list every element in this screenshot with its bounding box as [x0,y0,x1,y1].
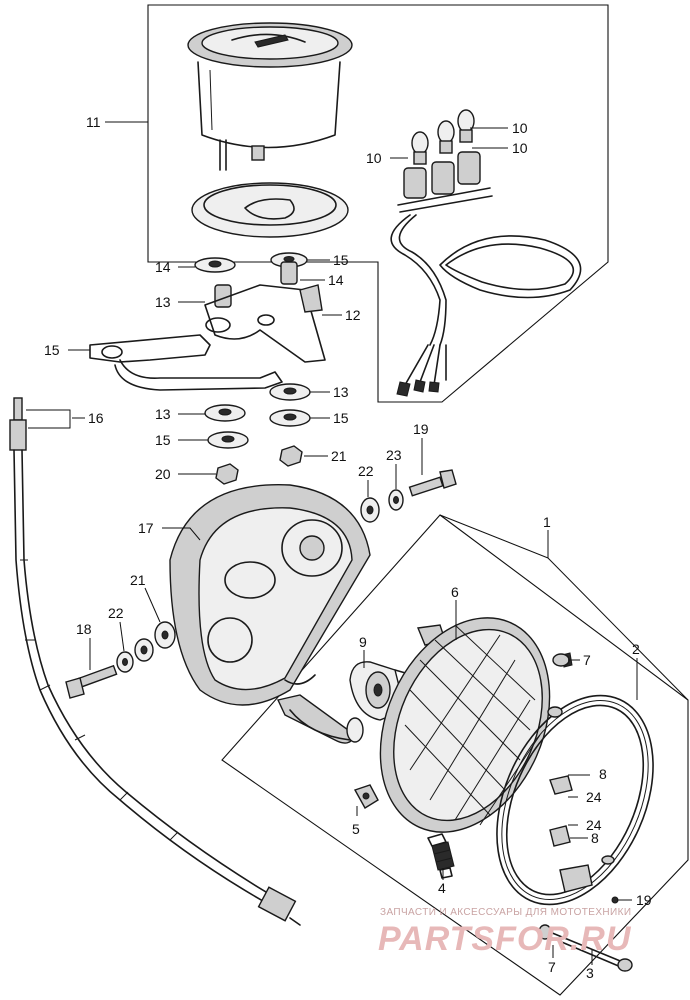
callout-24: 24 [586,789,602,805]
callout-10: 10 [512,120,528,136]
callout-7: 7 [548,959,556,975]
callout-labels: 11 10 10 10 14 15 14 13 12 15 13 15 16 1… [44,114,652,981]
callout-19: 18 [76,621,92,637]
adjusting-spring [427,833,455,879]
callout-2: 2 [632,641,640,657]
callout-6: 6 [451,584,459,600]
headlight-unit [353,617,551,833]
callout-16: 15 [44,342,60,358]
headlight-group-box [221,514,689,996]
headlight-rim [496,652,654,906]
callout-8: 8 [599,766,607,782]
callout-7: 7 [583,652,591,668]
meter-bracket [89,252,326,391]
callout-1: 1 [543,514,551,530]
speedometer-group-box [147,4,609,403]
callout-12: 12 [345,307,361,323]
watermark-caption: ЗАПЧАСТИ И АКСЕССУАРЫ ДЛЯ МОТОТЕХНИКИ [380,907,631,918]
callout-20: 19 [636,892,652,908]
callout-9: 9 [359,634,367,650]
watermark-brand: PARTSFOR.RU [378,920,632,958]
callout-11: 11 [86,114,101,130]
callout-19: 19 [413,421,429,437]
callout-22: 22 [358,463,374,479]
callout-17: 16 [88,410,104,426]
speedometer-assembly [187,22,353,171]
callout-23: 22 [108,605,124,621]
callout-4: 4 [438,880,446,896]
callout-15: 15 [333,252,349,268]
callout-23: 23 [386,447,402,463]
callout-3: 3 [586,965,594,981]
callout-8: 8 [591,830,599,846]
callout-15: 14 [155,259,171,275]
callout-21: 20 [155,466,171,482]
callout-15: 15 [333,410,349,426]
meter-cushion [191,182,349,238]
leader-lines [26,121,689,965]
callout-24: 24 [586,817,602,833]
callout-13: 13 [333,384,349,400]
callout-22: 21 [130,572,146,588]
callout-21: 21 [331,448,347,464]
adjusting-screw [538,896,633,972]
callout-15: 15 [155,432,171,448]
callout-14: 13 [155,294,171,310]
speedometer-cable [9,397,301,926]
callout-10: 10 [366,150,382,166]
headlight-case [169,484,371,744]
wiring-harness [390,214,582,397]
callout-14: 14 [328,272,344,288]
callout-18: 17 [138,520,154,536]
watermark: ЗАПЧАСТИ И АКСЕССУАРЫ ДЛЯ МОТОТЕХНИКИ PA… [378,907,632,958]
callout-10: 10 [512,140,528,156]
indicator-bulbs [397,109,493,213]
callout-5: 5 [352,821,360,837]
washers-and-nuts [65,383,457,699]
callout-13: 13 [155,406,171,422]
